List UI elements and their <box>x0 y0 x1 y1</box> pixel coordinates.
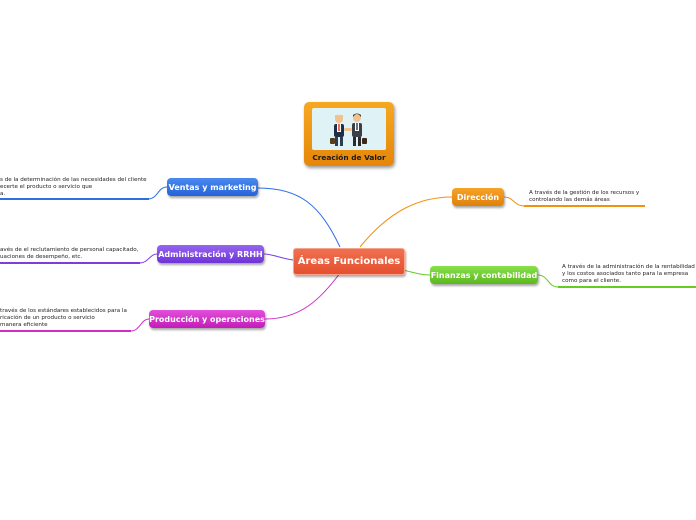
node-finanzas-contabilidad-label: Finanzas y contabilidad <box>430 270 538 280</box>
creacion-de-valor-card[interactable]: Creación de Valor <box>304 102 394 166</box>
note-ventas-line: s de la determinación de las necesidades… <box>0 177 147 183</box>
node-finanzas-contabilidad[interactable]: Finanzas y contabilidad <box>430 266 538 284</box>
node-ventas-marketing[interactable]: Ventas y marketing <box>167 178 258 196</box>
note-connector-produccion <box>130 318 150 332</box>
handshake-people-icon <box>312 108 386 150</box>
node-direccion-label: Dirección <box>456 192 500 202</box>
note-rrhh: avés de el reclutamiento de personal cap… <box>0 247 138 261</box>
connector-produccion <box>264 272 341 320</box>
node-administracion-rrhh-label: Administración y RRHH <box>158 249 263 259</box>
note-connector-rrhh <box>139 253 158 264</box>
note-ventas: s de la determinación de las necesidades… <box>0 177 147 197</box>
node-direccion[interactable]: Dirección <box>452 188 504 206</box>
note-connector-ventas <box>148 186 168 200</box>
node-administracion-rrhh[interactable]: Administración y RRHH <box>157 245 264 263</box>
creacion-de-valor-label: Creación de Valor <box>312 153 386 162</box>
note-rrhh-line: uaciones de desempeño, etc. <box>0 253 83 260</box>
connector-direccion <box>359 196 453 248</box>
note-finanzas-line: como para el cliente. <box>562 277 621 284</box>
node-ventas-marketing-label: Ventas y marketing <box>168 182 257 192</box>
connector-ventas <box>257 187 341 248</box>
node-produccion-operaciones-label: Producción y operaciones <box>149 314 265 324</box>
note-produccion-line: manera eficiente <box>0 321 48 328</box>
connector-rrhh <box>263 253 294 261</box>
note-produccion: través de los estándares establecidos pa… <box>0 308 127 328</box>
note-rrhh-line: avés de el reclutamiento de personal cap… <box>0 247 139 253</box>
node-produccion-operaciones[interactable]: Producción y operaciones <box>149 310 265 328</box>
note-connector-direccion <box>503 196 525 207</box>
note-ventas-line: a. <box>0 190 6 197</box>
note-finanzas-line: y los costos asociados tanto para la emp… <box>562 270 689 277</box>
note-direccion: A través de la gestión de los recursos y… <box>529 190 639 204</box>
note-produccion-line: través de los estándares establecidos pa… <box>0 308 127 314</box>
note-direccion-line: A través de la gestión de los recursos y <box>529 190 640 196</box>
central-node[interactable]: Áreas Funcionales <box>293 248 405 275</box>
note-ventas-line: ecerte el producto o servicio que <box>0 183 93 190</box>
note-produccion-line: ricación de un producto o servicio <box>0 314 95 321</box>
central-node-label: Áreas Funcionales <box>297 256 401 267</box>
connector-finanzas <box>402 269 431 276</box>
note-finanzas: A través de la administración de la rent… <box>562 264 695 284</box>
note-direccion-line: controlando las demás áreas <box>529 196 610 203</box>
note-finanzas-line: A través de la administración de la rent… <box>562 264 695 270</box>
note-connector-finanzas <box>537 274 559 288</box>
